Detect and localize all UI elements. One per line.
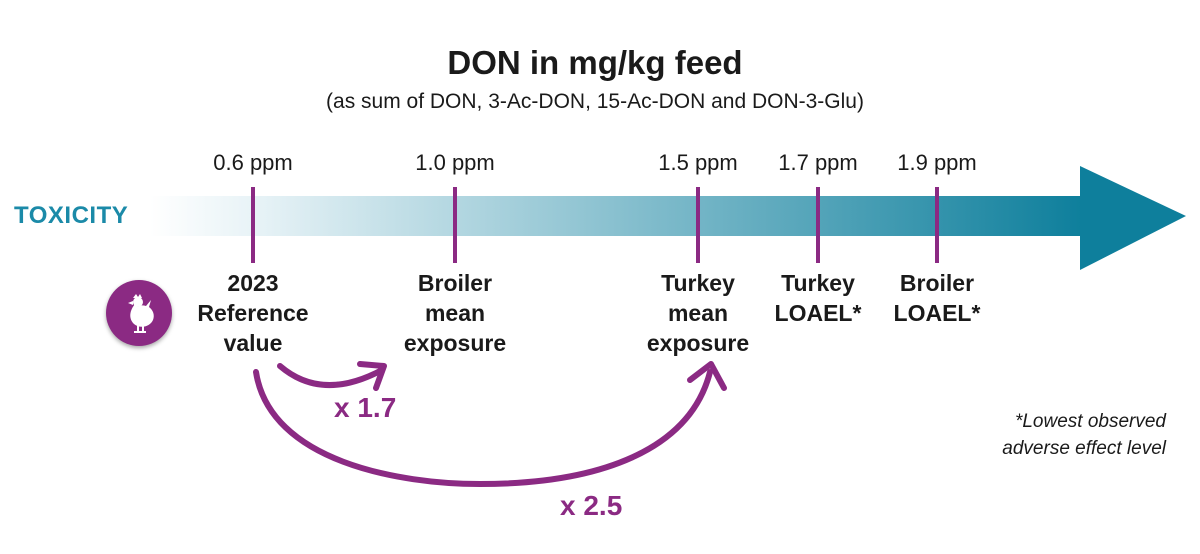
multiplier-label-1.7: x 1.7	[334, 392, 397, 423]
marker-label-line: value	[223, 330, 283, 356]
marker-label-broiler-loael: Broiler LOAEL*	[857, 268, 1017, 328]
multiplier-arrow-2.5	[253, 369, 713, 488]
tick-label-1.9: 1.9 ppm	[897, 150, 977, 175]
tick-label-1.5: 1.5 ppm	[658, 150, 738, 175]
marker-label-line: Turkey	[661, 270, 735, 296]
footnote-line: adverse effect level	[1002, 438, 1166, 459]
marker-label-broiler-mean-exposure: Broiler mean exposure	[375, 268, 535, 358]
marker-label-turkey-mean-exposure: Turkey mean exposure	[618, 268, 778, 358]
marker-label-line: Reference	[197, 300, 309, 326]
marker-label-turkey-loael: Turkey LOAEL*	[738, 268, 898, 328]
marker-label-line: exposure	[646, 330, 750, 356]
diagram-title: DON in mg/kg feed	[447, 44, 743, 81]
diagram-subtitle: (as sum of DON, 3-Ac-DON, 15-Ac-DON and …	[326, 90, 864, 113]
marker-label-reference-value: 2023 Reference value	[173, 268, 333, 358]
marker-label-line: exposure	[403, 330, 507, 356]
footnote-line: *Lowest observed	[1014, 411, 1166, 432]
multiplier-arrowhead-2.5	[687, 361, 727, 391]
toxicity-arrow-shaft	[150, 196, 1082, 236]
marker-label-line: Turkey	[781, 270, 855, 296]
tick-label-1.7: 1.7 ppm	[778, 150, 858, 175]
marker-label-line: mean	[424, 300, 486, 326]
tick-label-0.6: 0.6 ppm	[213, 150, 293, 175]
marker-label-line: mean	[667, 300, 729, 326]
marker-label-line: Broiler	[417, 270, 493, 296]
chicken-icon-glyph	[128, 294, 154, 333]
marker-label-line: Broiler	[899, 270, 975, 296]
multiplier-label-2.5: x 2.5	[560, 490, 623, 521]
tick-label-1.0: 1.0 ppm	[415, 150, 495, 175]
toxicity-axis-label: TOXICITY	[14, 202, 129, 229]
marker-label-line: LOAEL*	[893, 300, 981, 326]
toxicity-arrow-head	[1080, 166, 1186, 270]
marker-label-line: LOAEL*	[774, 300, 862, 326]
chicken-icon	[106, 280, 172, 346]
multiplier-arrow-1.7	[277, 363, 385, 389]
multiplier-arrowhead-1.7	[357, 361, 387, 391]
marker-label-line: 2023	[227, 270, 279, 296]
footnote: *Lowest observed adverse effect level	[1002, 408, 1166, 462]
